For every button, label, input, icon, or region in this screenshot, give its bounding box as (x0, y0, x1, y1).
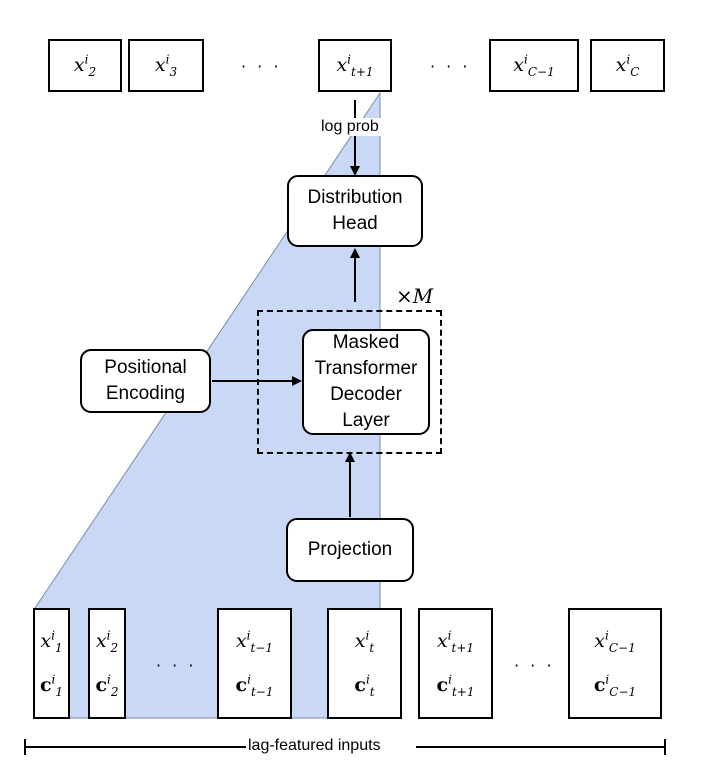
positional-encoding-label: Positional Encoding (104, 357, 187, 404)
token-x: xi1 (40, 628, 63, 656)
token-x: xit (354, 628, 375, 656)
ellipsis-top-left: · · · (241, 57, 282, 76)
decoder-layer-label: Masked Transformer Decoder Layer (314, 332, 418, 431)
input-token-2: xi2 ci2 (88, 608, 126, 719)
output-label: xiC (615, 52, 640, 79)
token-c: cit+1 (436, 672, 475, 699)
token-x: xi2 (95, 628, 119, 656)
token-c: ciC−1 (593, 672, 637, 699)
input-token-t: xit cit (327, 608, 402, 719)
output-box-xC: xiC (590, 39, 665, 92)
distribution-head-label: Distribution Head (307, 187, 403, 234)
decoder-repeat-group (257, 310, 442, 454)
input-token-1: xi1 ci1 (33, 608, 70, 719)
token-c: ci2 (95, 672, 119, 699)
output-label: xit+1 (336, 52, 374, 79)
distribution-head-box: Distribution Head (287, 175, 423, 247)
input-token-t-1: xit−1 cit−1 (217, 608, 292, 719)
output-label: xi2 (73, 52, 97, 79)
ellipsis-bottom-right: · · · (514, 656, 555, 675)
token-c: cit (354, 672, 375, 699)
lag-featured-inputs-label: lag-featured inputs (248, 737, 381, 754)
token-x: xiC−1 (594, 628, 636, 656)
positional-encoding-box: Positional Encoding (80, 349, 211, 413)
output-label: xiC−1 (513, 52, 555, 79)
ellipsis-top-right: · · · (430, 57, 471, 76)
token-x: xit+1 (436, 628, 475, 656)
decoder-layer-box: Masked Transformer Decoder Layer (302, 329, 430, 435)
output-box-x2: xi2 (48, 39, 122, 92)
ellipsis-bottom-left: · · · (156, 656, 197, 675)
token-x: xit−1 (235, 628, 274, 656)
output-box-xt1: xit+1 (318, 39, 392, 92)
output-box-x3: xi3 (128, 39, 204, 92)
token-c: cit−1 (235, 672, 274, 699)
output-box-xC1: xiC−1 (489, 39, 579, 92)
output-label: xi3 (154, 52, 178, 79)
projection-label: Projection (307, 539, 393, 560)
token-c: ci1 (39, 672, 64, 699)
log-prob-label: log prob (319, 118, 381, 136)
projection-box: Projection (286, 518, 414, 582)
repeat-m-label: ×M (396, 284, 434, 308)
input-token-t+1: xit+1 cit+1 (418, 608, 493, 719)
input-token-C-1: xiC−1 ciC−1 (568, 608, 662, 719)
